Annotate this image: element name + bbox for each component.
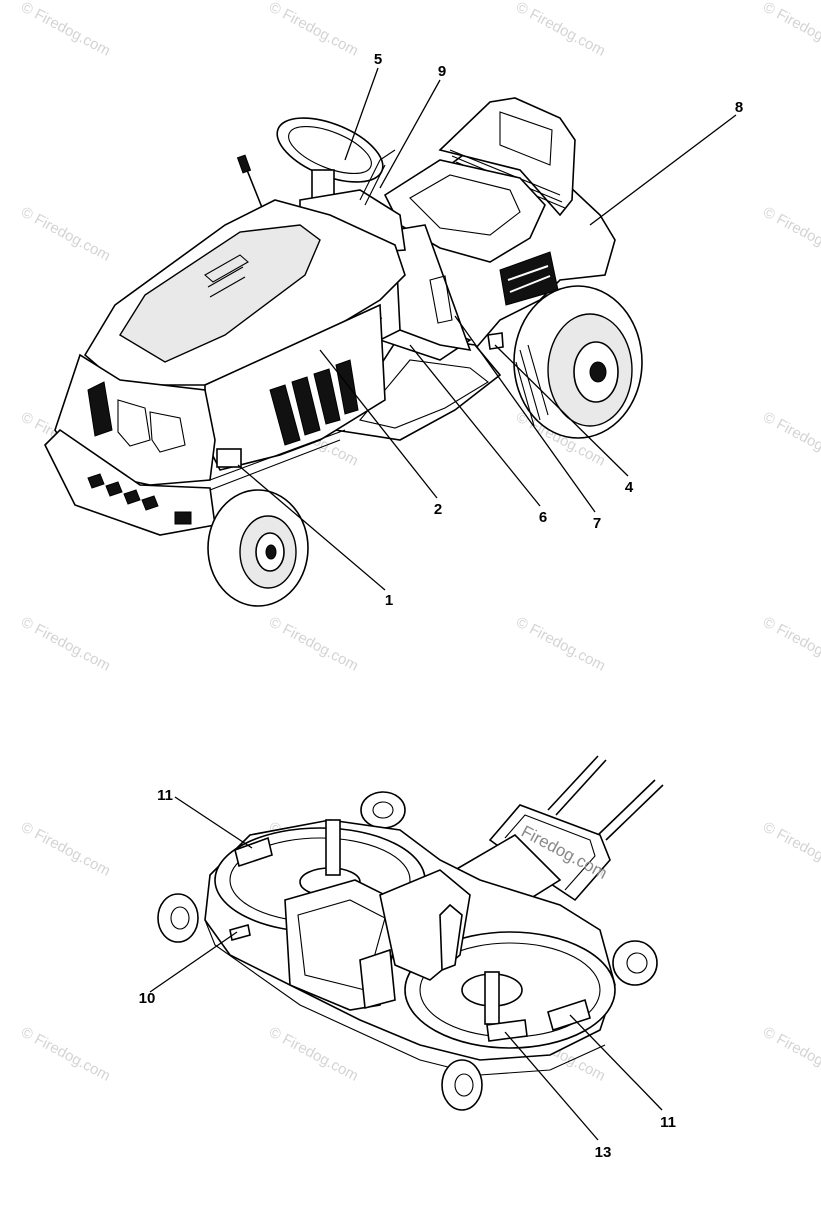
- riding-tractor-illustration: [44, 97, 643, 607]
- watermark-text: © Firedog.com: [513, 0, 608, 60]
- tractor-callout-labels: 5 9 8 2 6 7 4 1: [374, 51, 743, 609]
- callout-label: 2: [434, 501, 442, 518]
- callout-label: 5: [374, 51, 382, 68]
- decal-11-right: [547, 998, 591, 1032]
- callout-label: 9: [438, 63, 446, 80]
- watermark-text: © Firedog.com: [18, 819, 113, 880]
- callout-label: 4: [625, 479, 634, 496]
- decal-11-left: [234, 836, 273, 868]
- watermark-text: © Firedog.com: [18, 1024, 113, 1085]
- callout-label: 7: [593, 515, 601, 532]
- callout-label: 8: [735, 99, 743, 116]
- callout-label: 1: [385, 592, 393, 609]
- watermark-text: © Firedog.com: [18, 204, 113, 265]
- callout-label: 11: [660, 1114, 676, 1131]
- watermark-text: © Firedog.com: [18, 614, 113, 675]
- watermark-text: © Firedog.com: [760, 204, 821, 265]
- callout-label: 13: [595, 1144, 612, 1161]
- watermark-text: © Firedog.com: [266, 0, 361, 60]
- callout-label: 10: [139, 990, 156, 1007]
- deck-callout-labels: 11 10 11 13: [139, 787, 676, 1161]
- watermark-text: © Firedog.com: [266, 1024, 361, 1085]
- deck-callout-lines: [149, 796, 663, 1141]
- watermark-text: © Firedog.com: [760, 614, 821, 675]
- watermark-text: © Firedog.com: [760, 1024, 821, 1085]
- watermark-text: © Firedog.com: [18, 0, 113, 60]
- watermark-text: © Firedog.com: [760, 819, 821, 880]
- watermark-text: © Firedog.com: [266, 614, 361, 675]
- watermark-text: © Firedog.com: [760, 0, 821, 60]
- callout-label: 6: [539, 509, 547, 526]
- watermark-text: © Firedog.com: [513, 614, 608, 675]
- decal-13: [486, 1019, 528, 1042]
- tractor-callout-lines: [237, 67, 737, 591]
- callout-label: 11: [157, 787, 173, 804]
- watermark-text: © Firedog.com: [760, 409, 821, 470]
- mower-deck-illustration: [157, 755, 664, 1111]
